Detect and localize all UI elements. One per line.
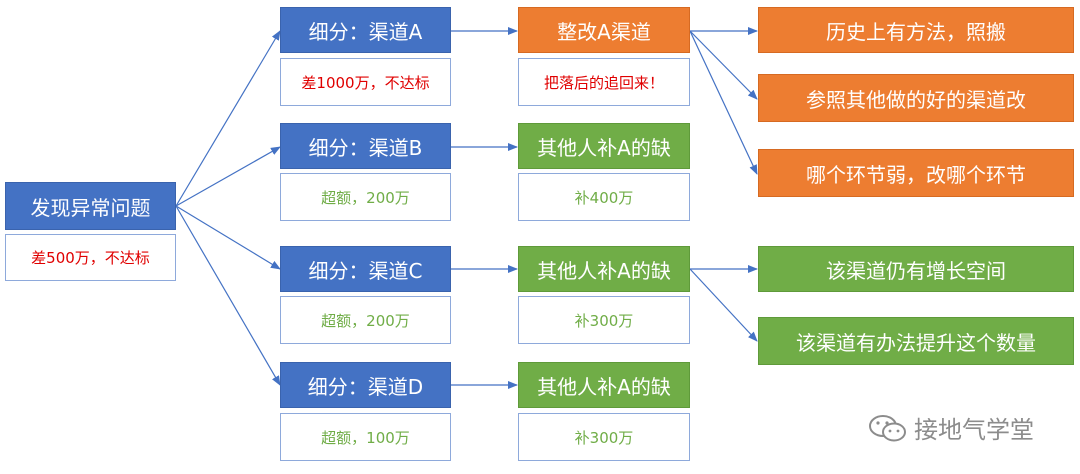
action-d-box: 其他人补A的缺: [518, 362, 690, 408]
watermark-text: 接地气学堂: [914, 416, 1034, 444]
action-b-box: 其他人补A的缺: [518, 123, 690, 169]
channel-b-box: 细分：渠道B: [280, 123, 451, 169]
action-c-note: 补300万: [518, 296, 690, 344]
arrow-action-a-to-detail-3: [689, 30, 758, 175]
detail-a-3-box: 哪个环节弱，改哪个环节: [758, 149, 1074, 197]
channel-b-note: 超额，200万: [280, 173, 451, 221]
channel-a-note: 差1000万，不达标: [280, 58, 451, 106]
detail-a-2-box: 参照其他做的好的渠道改: [758, 74, 1074, 122]
detail-c-1-box: 该渠道仍有增长空间: [758, 246, 1074, 292]
action-c-box: 其他人补A的缺: [518, 246, 690, 292]
channel-d-note: 超额，100万: [280, 413, 451, 461]
action-a-note: 把落后的追回来！: [518, 58, 690, 106]
root-problem-note: 差500万，不达标: [5, 234, 176, 281]
action-a-box: 整改A渠道: [518, 7, 690, 53]
wechat-icon: [869, 414, 906, 441]
arrow-root-to-channel-a: [175, 30, 281, 207]
arrow-action-c-to-detail-2: [689, 268, 758, 342]
detail-a-1-box: 历史上有方法，照搬: [758, 7, 1074, 53]
channel-c-note: 超额，200万: [280, 296, 451, 344]
action-d-note: 补300万: [518, 413, 690, 461]
arrow-root-to-channel-c: [175, 205, 281, 270]
action-b-note: 补400万: [518, 173, 690, 221]
arrow-root-to-channel-b: [175, 146, 281, 207]
channel-a-box: 细分：渠道A: [280, 7, 451, 53]
channel-c-box: 细分：渠道C: [280, 246, 451, 292]
detail-c-2-box: 该渠道有办法提升这个数量: [758, 317, 1074, 365]
watermark: 接地气学堂: [868, 410, 1034, 445]
channel-d-box: 细分：渠道D: [280, 362, 451, 408]
root-problem-box: 发现异常问题: [5, 182, 176, 230]
arrow-root-to-channel-d: [175, 205, 281, 386]
arrow-action-a-to-detail-2: [689, 30, 758, 100]
